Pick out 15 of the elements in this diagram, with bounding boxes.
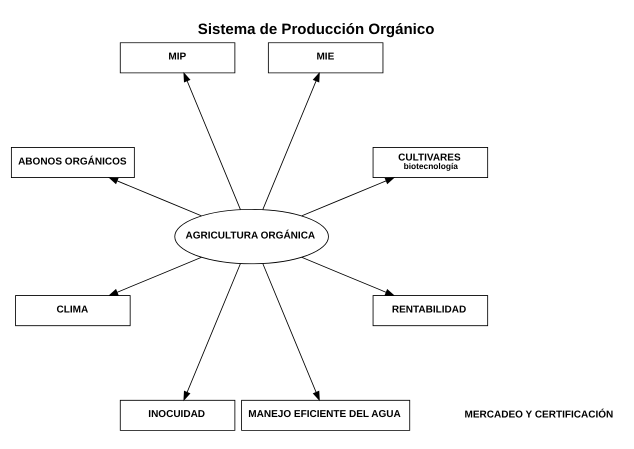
- label: MERCADEO Y CERTIFICACIÓN: [464, 408, 614, 420]
- diagram-title: Sistema de Producción Orgánico: [198, 20, 434, 38]
- node-ellipse: AGRICULTURA ORGÁNICA: [174, 208, 329, 264]
- node-box: MIP: [120, 42, 236, 73]
- arrow: [183, 71, 241, 210]
- node-box: RENTABILIDAD: [372, 294, 488, 326]
- node-box: INOCUIDAD: [120, 399, 236, 430]
- node-box: MANEJO EFICIENTE DEL AGUA: [241, 399, 410, 430]
- node-box: CULTIVARES biotecnología: [372, 146, 488, 178]
- arrow: [183, 262, 241, 401]
- node-box: CLIMA: [15, 294, 131, 326]
- node-box: MIE: [268, 42, 384, 73]
- arrow: [262, 262, 320, 401]
- arrow: [262, 71, 320, 210]
- node-box: ABONOS ORGÁNICOS: [10, 146, 135, 178]
